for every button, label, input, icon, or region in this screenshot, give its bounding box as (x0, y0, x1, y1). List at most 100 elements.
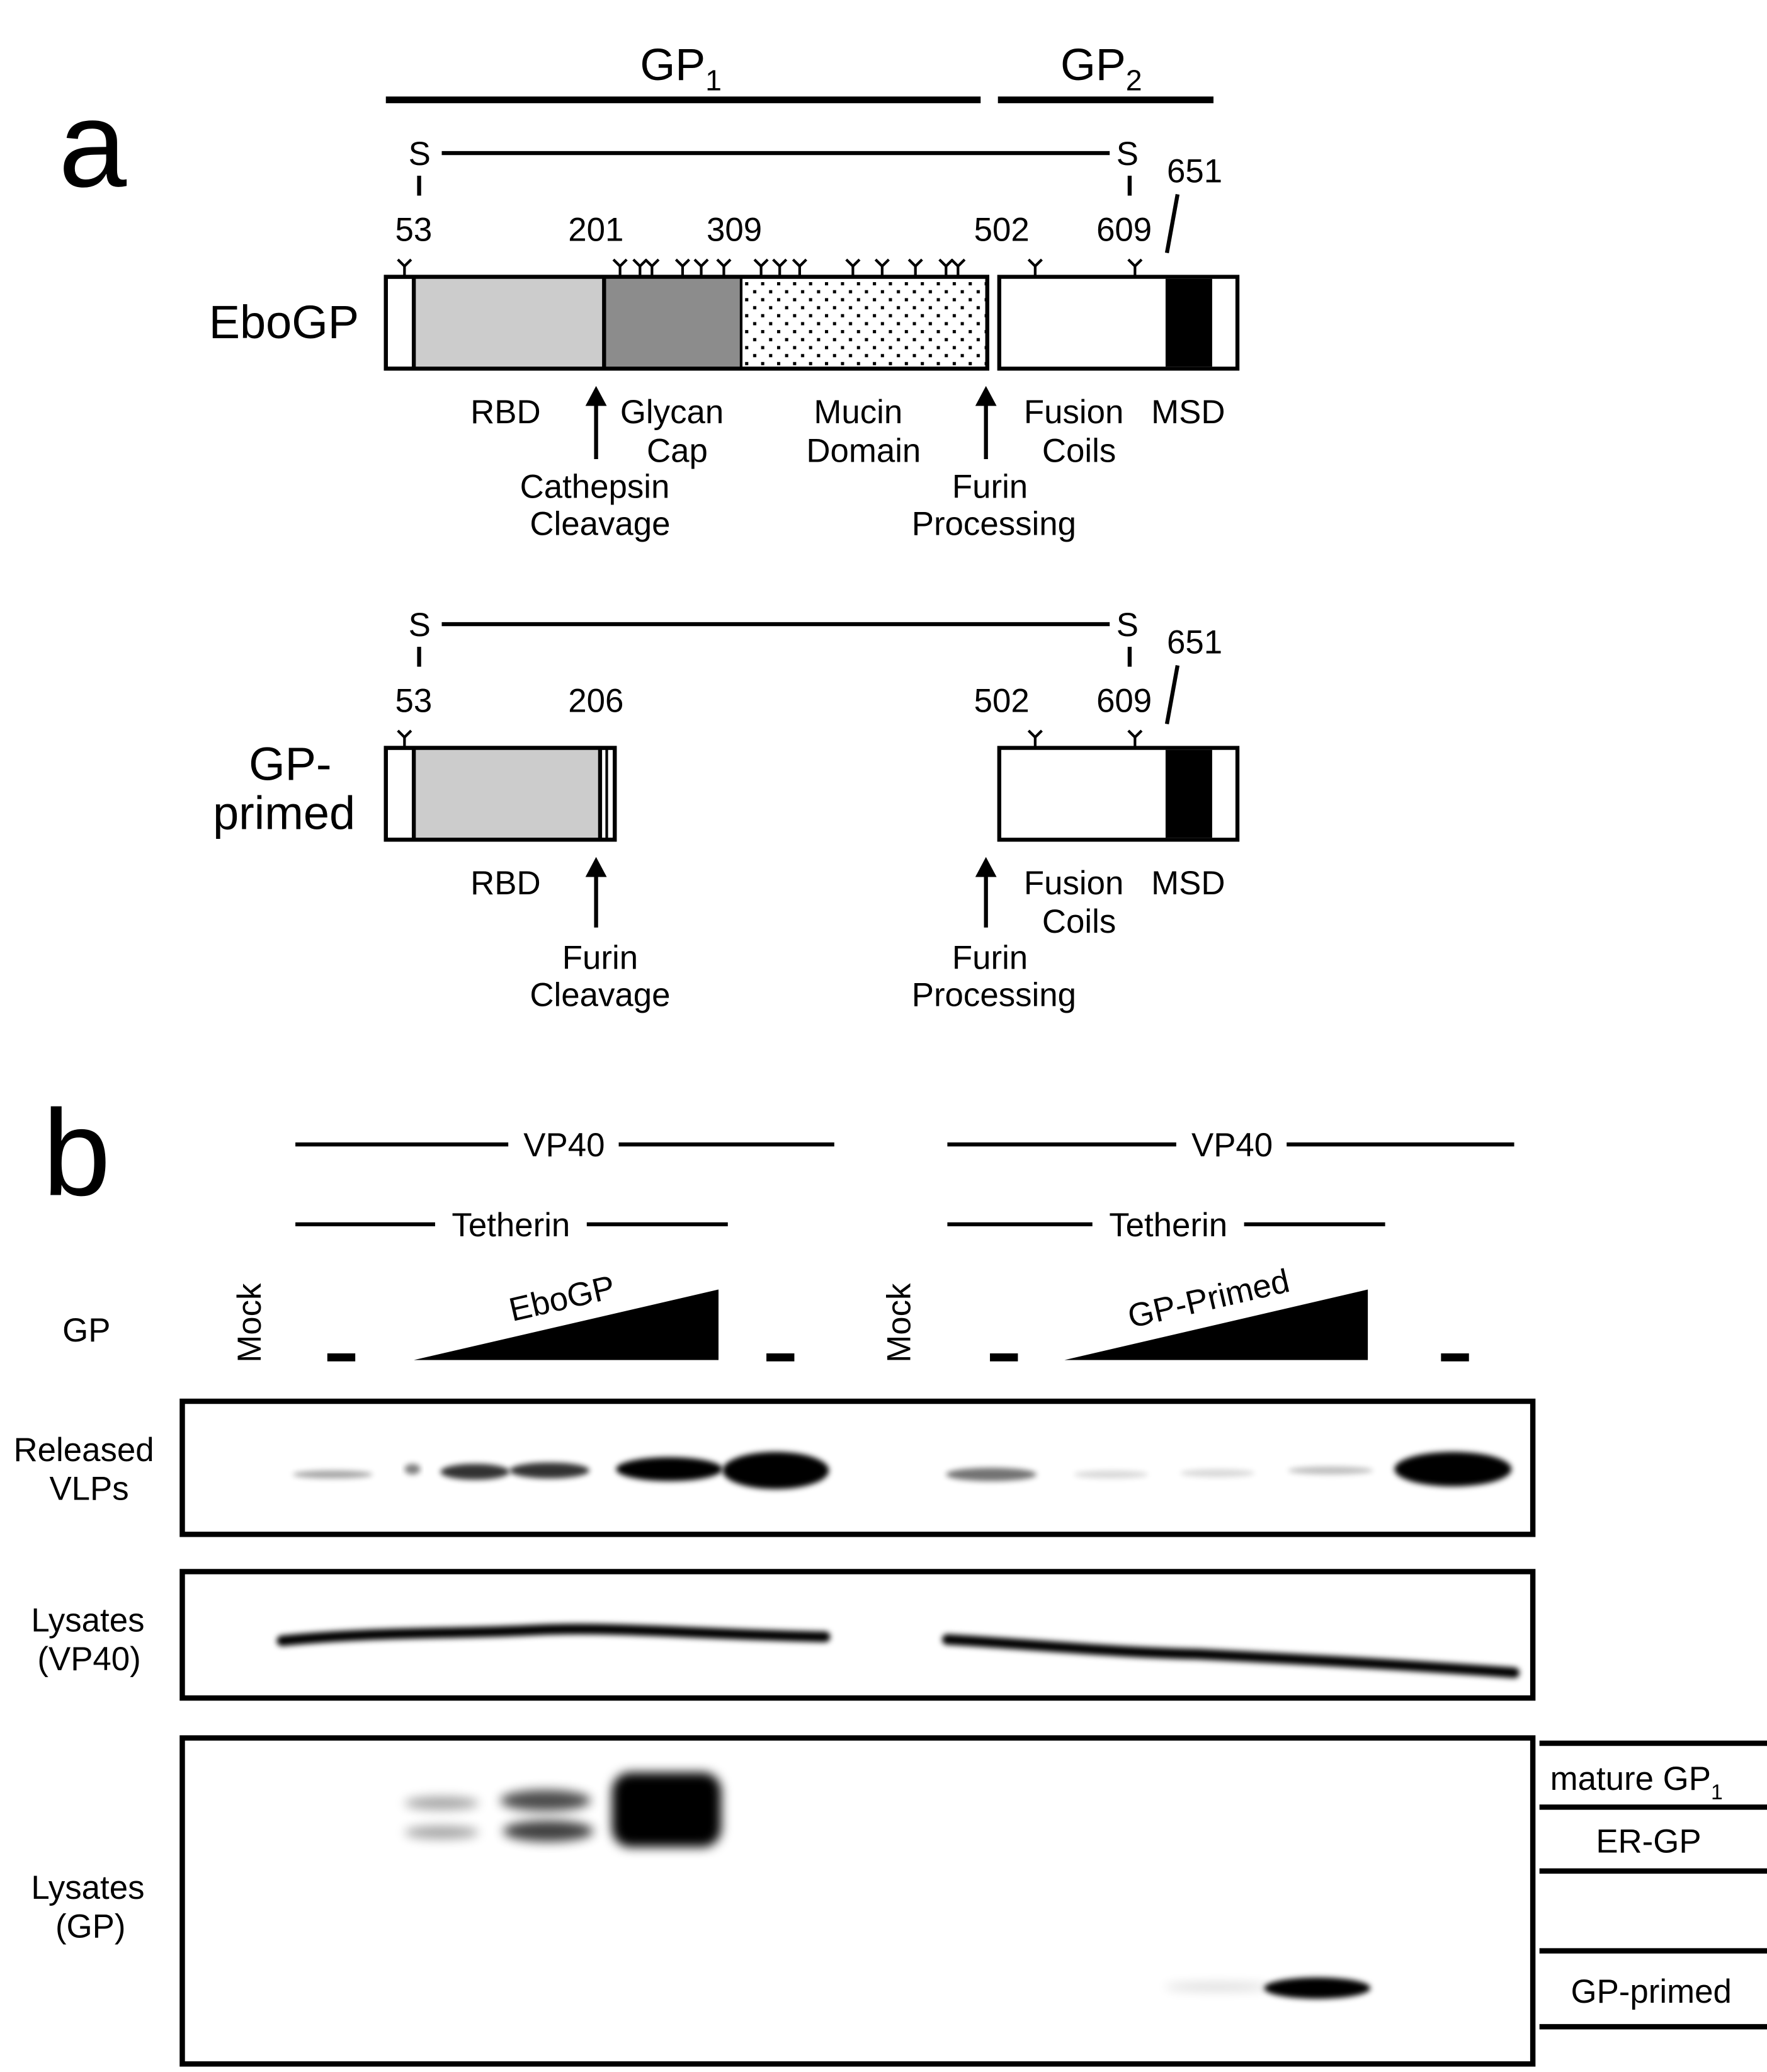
furin-processing-arrow-primed (975, 857, 997, 928)
band (1180, 1469, 1255, 1477)
furin-cleavage-arrow (585, 857, 607, 928)
blot-lysates-vp40: Lysates (VP40) (31, 1569, 1536, 1701)
ebogp-name: EboGP (209, 296, 359, 348)
gpprimed-gradient-wedge (1064, 1289, 1368, 1360)
glycosylation-sites (398, 259, 1142, 276)
label-rbd: RBD (470, 394, 541, 431)
lys-gp-label-1: Lysates (31, 1869, 144, 1906)
pos-53: 53 (395, 212, 433, 249)
band (1264, 1977, 1371, 1999)
band (404, 1796, 479, 1810)
disulfide-s-right: S (1116, 135, 1139, 173)
furin-processing-arrow (975, 385, 997, 460)
released-label-2: VLPs (49, 1470, 128, 1507)
mock-right-label: Mock (880, 1283, 918, 1363)
mock-left-label: Mock (231, 1283, 268, 1363)
band (276, 1624, 831, 1646)
band (500, 1789, 591, 1811)
label-furin: Furin (952, 468, 1028, 505)
band (1074, 1470, 1149, 1479)
pos-502-primed: 502 (974, 682, 1030, 719)
minus-sign (1441, 1353, 1469, 1362)
marker-mature-gp1: mature GP (1550, 1760, 1711, 1797)
band (1394, 1452, 1512, 1487)
vp40-right-label: VP40 (1191, 1127, 1273, 1164)
tetherin-left-label: Tetherin (452, 1207, 570, 1244)
band (611, 1772, 722, 1847)
band (509, 1462, 590, 1479)
pos-651-primed: 651 (1167, 624, 1222, 661)
pos-206: 206 (568, 682, 623, 719)
gp2-label: GP (1060, 40, 1126, 90)
label-coils: Coils (1042, 432, 1116, 469)
label-processing: Processing (912, 505, 1076, 542)
label-rbd-primed: RBD (470, 865, 541, 902)
lane-headers: VP40 VP40 Tetherin Tetherin GP Mock Mock… (62, 1127, 1514, 1363)
label-glycan: Glycan (620, 394, 724, 431)
band (404, 1826, 479, 1840)
gp-row-label: GP (62, 1312, 110, 1349)
marker-mature-sub: 1 (1711, 1780, 1723, 1804)
band (404, 1464, 421, 1475)
msd-region (1165, 278, 1212, 367)
gp-primed-name-2: primed (213, 787, 355, 839)
gp1-label: GP (640, 40, 705, 90)
ebogp-gradient-wedge (414, 1289, 719, 1360)
label-mucin: Mucin (814, 394, 902, 431)
pos-609: 609 (1096, 212, 1152, 249)
cathepsin-arrow (585, 385, 607, 460)
band (503, 1820, 594, 1842)
band (440, 1464, 510, 1480)
rbd-region-primed (414, 749, 600, 838)
label-coils-primed: Coils (1042, 903, 1116, 940)
label-msd: MSD (1151, 394, 1225, 431)
band-markers: mature GP1 ER-GP GP-primed (1539, 1740, 1767, 2030)
marker-er-gp: ER-GP (1596, 1823, 1701, 1860)
band (1288, 1466, 1373, 1475)
lys-vp40-label-2: (VP40) (37, 1641, 140, 1678)
band (1164, 1983, 1271, 1991)
lys-vp40-label-1: Lysates (31, 1602, 144, 1639)
label-cap: Cap (647, 432, 708, 469)
label-fusion: Fusion (1024, 394, 1124, 431)
pos-309: 309 (707, 212, 762, 249)
label-cathepsin: Cathepsin (520, 468, 670, 505)
gp1-bar: GP1 (385, 40, 981, 103)
label-cleavage: Cleavage (530, 505, 670, 542)
panel-a-letter: a (59, 76, 127, 213)
minus-sign (766, 1353, 795, 1362)
released-label-1: Released (14, 1432, 154, 1469)
svg-text:GP1: GP1 (640, 40, 722, 97)
pos-53-primed: 53 (395, 682, 433, 719)
mucin-domain-region (741, 278, 986, 367)
band (292, 1470, 373, 1479)
gp2-bar: GP2 (997, 40, 1214, 103)
minus-sign (327, 1353, 356, 1362)
glycan-cap-region (604, 278, 741, 367)
pos-651: 651 (1167, 153, 1222, 190)
label-furin-proc-2: Processing (912, 976, 1076, 1013)
label-furin-proc-1: Furin (952, 939, 1028, 976)
svg-text:mature GP1: mature GP1 (1550, 1760, 1723, 1804)
blot-released-vlps: Released VLPs (14, 1398, 1536, 1537)
disulfide-s-left-primed: S (409, 606, 431, 644)
vp40-left-label: VP40 (523, 1127, 605, 1164)
tetherin-right-label: Tetherin (1109, 1207, 1227, 1244)
gp-primed-name-1: GP- (249, 737, 331, 790)
gp2-subscript: 2 (1126, 64, 1142, 97)
msd-region-primed (1165, 749, 1212, 838)
pos-609-primed: 609 (1096, 682, 1152, 719)
label-domain: Domain (806, 432, 921, 469)
band (616, 1457, 723, 1481)
marker-gp-primed: GP-primed (1571, 1973, 1732, 2010)
band (946, 1467, 1037, 1481)
label-furin-cleavage-1: Furin (562, 939, 638, 976)
blot-lysates-gp: Lysates (GP) (31, 1735, 1536, 2067)
gp1-subscript: 1 (705, 64, 722, 97)
pos-502: 502 (974, 212, 1030, 249)
disulfide-s-left: S (409, 135, 431, 173)
label-fusion-primed: Fusion (1024, 865, 1124, 902)
minus-sign (990, 1353, 1018, 1362)
pos-201: 201 (568, 212, 623, 249)
